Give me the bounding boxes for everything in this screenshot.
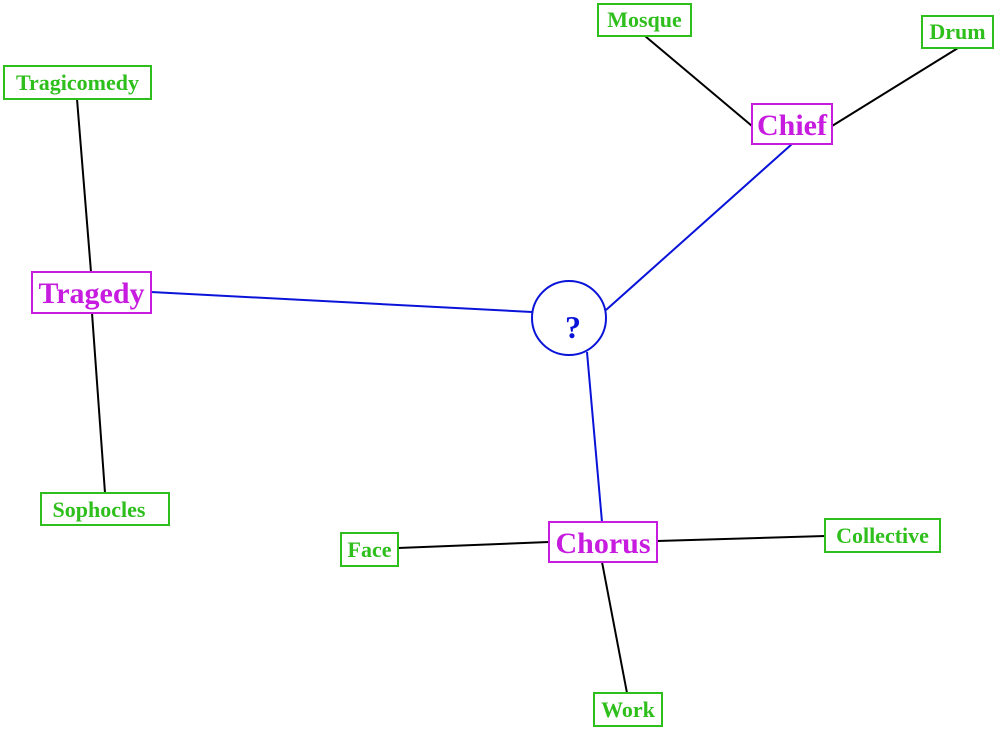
leaf-node-collective-label: Collective [836, 523, 929, 548]
hub-node-tragedy: Tragedy [31, 271, 152, 314]
edge-chief-drum [831, 47, 959, 127]
hub-node-tragedy-label: Tragedy [38, 277, 144, 310]
edge-chorus-face [397, 541, 550, 549]
edge-chief-mosque [644, 35, 753, 127]
hub-node-chorus: Chorus [548, 521, 658, 563]
leaf-node-tragicomedy: Tragicomedy [3, 65, 152, 100]
leaf-node-sophocles: Sophocles [40, 492, 170, 526]
leaf-node-collective: Collective [824, 518, 941, 553]
edge-tragedy-sophocles [91, 312, 106, 494]
leaf-node-work: Work [593, 692, 663, 727]
leaf-node-face: Face [340, 532, 399, 567]
leaf-node-mosque: Mosque [597, 3, 692, 37]
edge-center-chorus [586, 351, 603, 523]
leaf-node-tragicomedy-label: Tragicomedy [16, 70, 139, 95]
leaf-node-sophocles-label: Sophocles [53, 497, 146, 522]
edge-center-tragedy [150, 291, 533, 313]
center-node: ? [531, 280, 607, 356]
hub-node-chorus-label: Chorus [555, 527, 650, 560]
edge-tragedy-tragicomedy [76, 98, 92, 273]
center-node-label: ? [565, 309, 581, 345]
leaf-node-drum-label: Drum [929, 19, 985, 44]
edge-center-chief [605, 143, 793, 311]
leaf-node-face-label: Face [348, 537, 392, 562]
leaf-node-work-label: Work [601, 697, 656, 722]
leaf-node-mosque-label: Mosque [607, 7, 682, 32]
hub-node-chief-label: Chief [757, 109, 828, 142]
edge-chorus-work [601, 561, 628, 694]
hub-node-chief: Chief [751, 103, 833, 145]
edge-chorus-collective [656, 535, 826, 542]
leaf-node-drum: Drum [921, 15, 994, 49]
